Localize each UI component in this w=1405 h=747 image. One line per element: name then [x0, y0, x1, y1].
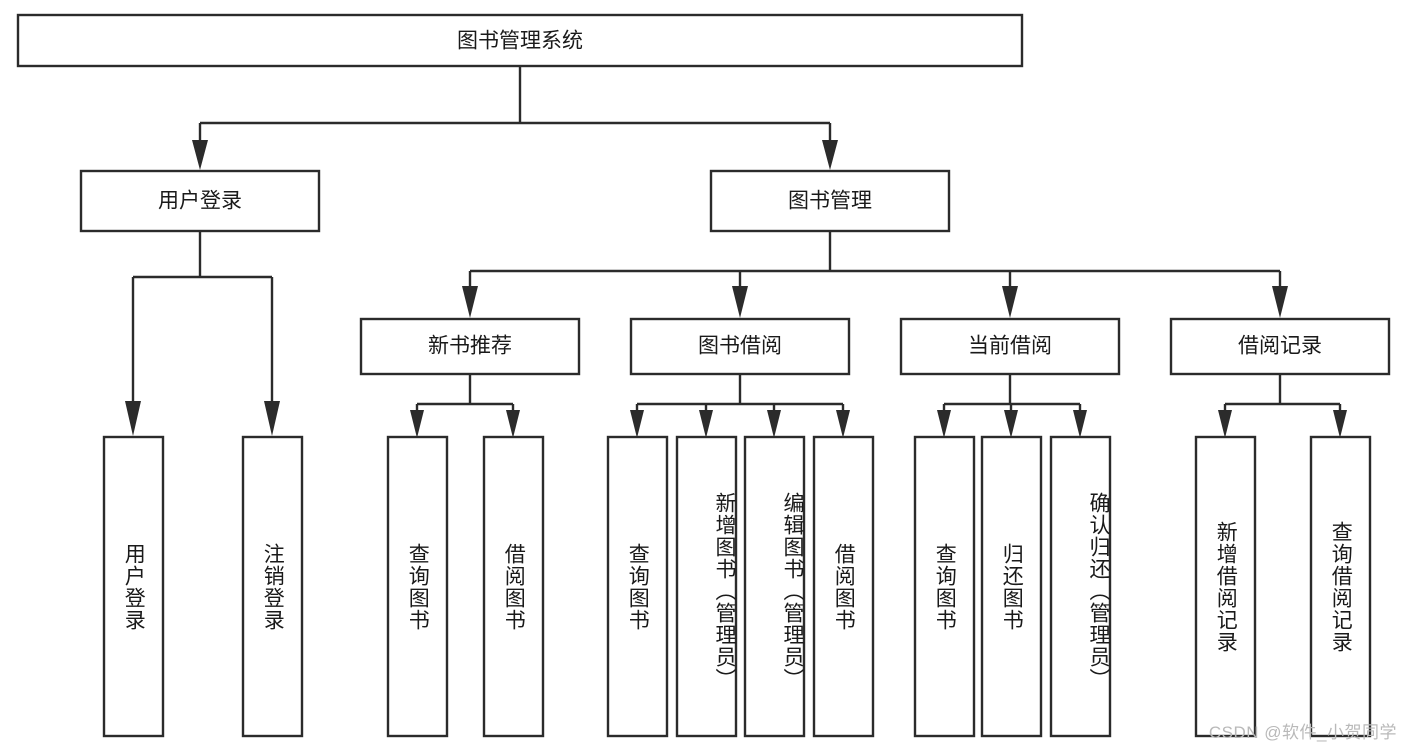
arrow-head-book-borrow: [732, 286, 748, 318]
node-root-box[interactable]: [16, 13, 1024, 68]
node-leaf-logout-login-box[interactable]: [241, 435, 304, 738]
arrow-head-leaf-query-record: [1333, 410, 1347, 438]
node-leaf-borrow-book-1-box[interactable]: [482, 435, 545, 738]
node-book-management[interactable]: 图书管理: [709, 169, 951, 233]
arrow-head-leaf-confirm-return: [1073, 410, 1087, 438]
arrow-head-book-management: [822, 140, 838, 170]
node-book-management-label: 图书管理: [788, 190, 872, 213]
node-leaf-confirm-return-box[interactable]: [1049, 435, 1112, 738]
arrow-head-leaf-query-book-3: [937, 410, 951, 438]
arrow-head-borrow-record: [1272, 286, 1288, 318]
node-leaf-add-record-box[interactable]: [1194, 435, 1257, 738]
node-layer: 图书管理系统 用户登录 图书管理 新书推荐 图书借阅: [16, 13, 1391, 738]
node-borrow-record-label: 借阅记录: [1238, 335, 1322, 358]
arrow-head-leaf-add-record: [1218, 410, 1232, 438]
arrow-head-leaf-logout-login: [264, 401, 280, 436]
arrow-head-leaf-query-book-2: [630, 410, 644, 438]
arrow-head-leaf-query-book-1: [410, 410, 424, 438]
arrow-head-current-borrow: [1002, 286, 1018, 318]
node-user-login[interactable]: 用户登录: [79, 169, 321, 233]
node-new-book-recommend-box[interactable]: [359, 317, 581, 376]
node-leaf-borrow-book-2-box[interactable]: [812, 435, 875, 738]
node-root-label: 图书管理系统: [457, 30, 583, 53]
node-leaf-return-book-box[interactable]: [980, 435, 1043, 738]
node-user-login-box[interactable]: [79, 169, 321, 233]
node-book-borrow-box[interactable]: [629, 317, 851, 376]
node-current-borrow-label: 当前借阅: [968, 335, 1052, 358]
arrow-head-new-book-recommend: [462, 286, 478, 318]
node-borrow-record[interactable]: 借阅记录: [1169, 317, 1391, 376]
arrow-head-user-login: [192, 140, 208, 170]
arrow-head-leaf-add-book: [699, 410, 713, 438]
arrow-head-leaf-edit-book: [767, 410, 781, 438]
node-borrow-record-box[interactable]: [1169, 317, 1391, 376]
node-leaf-add-book-box[interactable]: [675, 435, 738, 738]
node-leaf-query-book-3-box[interactable]: [913, 435, 976, 738]
node-new-book-recommend[interactable]: 新书推荐: [359, 317, 581, 376]
node-leaf-edit-book-box[interactable]: [743, 435, 806, 738]
arrow-head-leaf-borrow-book-2: [836, 410, 850, 438]
node-book-management-box[interactable]: [709, 169, 951, 233]
node-leaf-query-book-1-box[interactable]: [386, 435, 449, 738]
arrow-head-leaf-borrow-book-1: [506, 410, 520, 438]
node-current-borrow[interactable]: 当前借阅: [899, 317, 1121, 376]
node-current-borrow-box[interactable]: [899, 317, 1121, 376]
node-new-book-recommend-label: 新书推荐: [428, 335, 512, 358]
node-root[interactable]: 图书管理系统: [16, 13, 1024, 68]
node-leaf-query-record-box[interactable]: [1309, 435, 1372, 738]
arrow-head-leaf-return-book: [1004, 410, 1018, 438]
connector-layer: [125, 66, 1347, 438]
node-leaf-query-book-2-box[interactable]: [606, 435, 669, 738]
node-book-borrow[interactable]: 图书借阅: [629, 317, 851, 376]
node-book-borrow-label: 图书借阅: [698, 335, 782, 358]
node-user-login-label: 用户登录: [158, 190, 242, 213]
node-leaf-user-login-box[interactable]: [102, 435, 165, 738]
csdn-watermark: CSDN @软件_小贺同学: [1208, 723, 1397, 742]
arrow-head-leaf-user-login: [125, 401, 141, 436]
